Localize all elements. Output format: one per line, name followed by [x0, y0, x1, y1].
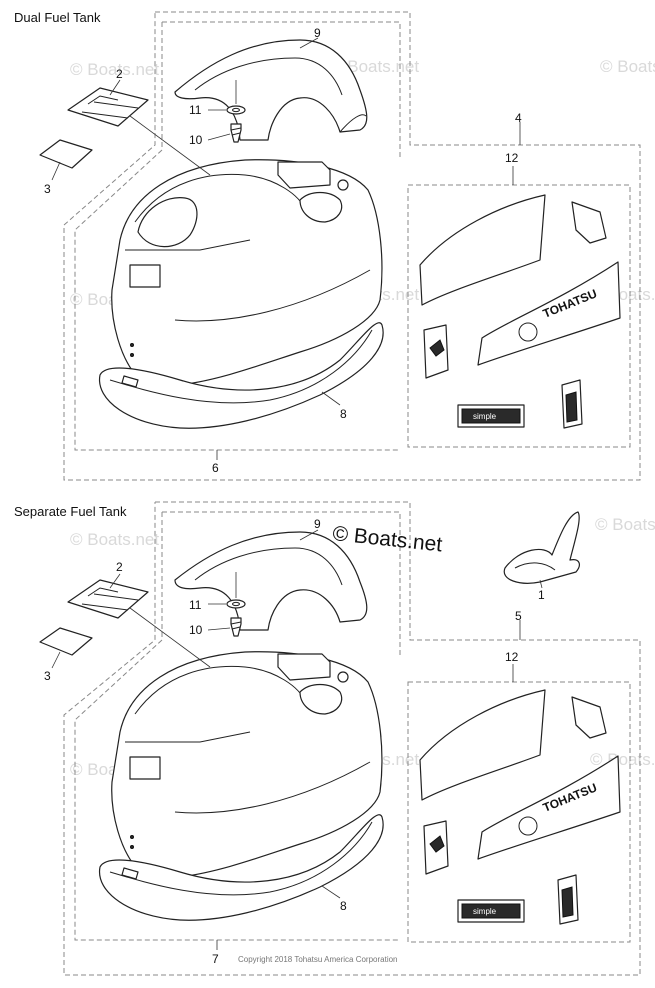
- callout-3: 3: [44, 669, 51, 683]
- callout-numbers: 2 3 9 11 10 4 12 8 6: [44, 26, 522, 475]
- small-label: [39, 139, 93, 169]
- callout-4: 4: [515, 111, 522, 125]
- callout-9: 9: [314, 517, 321, 531]
- callout-7: 7: [212, 952, 219, 966]
- callout-12: 12: [505, 151, 519, 165]
- washer: [226, 105, 246, 115]
- section-title-dual-fuel-tank: Dual Fuel Tank: [14, 10, 101, 25]
- washer: [226, 599, 246, 609]
- decal-set: TOHATSU simple: [419, 194, 621, 429]
- assembly-boundary: [63, 11, 641, 481]
- callout-1: 1: [538, 588, 545, 602]
- watermark: © Boats.net: [600, 57, 655, 76]
- screw: [230, 123, 242, 143]
- decal-kit-boundary: [407, 681, 631, 943]
- watermark: © Boats.net: [70, 60, 159, 79]
- callout-numbers: 2 3 9 11 10 1 5 12 8 7: [44, 517, 545, 966]
- seal-gasket: [99, 814, 384, 921]
- decal-badge-text: simple: [473, 907, 497, 916]
- section-title-separate-fuel-tank: Separate Fuel Tank: [14, 504, 127, 519]
- leader-lines: [51, 529, 521, 950]
- top-cowling: [111, 159, 383, 386]
- callout-6: 6: [212, 461, 219, 475]
- leader-line: [539, 579, 543, 589]
- callout-11: 11: [189, 598, 202, 612]
- watermark: © Boats.net: [590, 750, 655, 769]
- callout-9: 9: [314, 26, 321, 40]
- callout-3: 3: [44, 182, 51, 196]
- assembly-boundary: [63, 501, 641, 976]
- callout-10: 10: [189, 623, 203, 637]
- warning-label: [67, 579, 149, 619]
- decal-set: TOHATSU simple: [419, 689, 621, 925]
- warning-label: [67, 87, 149, 127]
- decal-kit-boundary: [407, 184, 631, 448]
- vent-cover: [174, 531, 368, 631]
- watermark: © Boats.net: [70, 530, 159, 549]
- decal-badge-text: simple: [473, 412, 497, 421]
- callout-2: 2: [116, 67, 123, 81]
- callout-8: 8: [340, 899, 347, 913]
- seal-gasket: [99, 322, 384, 429]
- screw: [230, 617, 242, 637]
- small-label: [39, 627, 93, 656]
- vent-cover: [174, 39, 368, 141]
- callout-8: 8: [340, 407, 347, 421]
- watermark-large: © Boats.net: [331, 522, 443, 556]
- script-emblem: [503, 511, 580, 584]
- top-cowling: [111, 651, 383, 878]
- copyright-text: Copyright 2018 Tohatsu America Corporati…: [238, 955, 398, 964]
- watermark: © Boats.net: [595, 515, 655, 534]
- callout-10: 10: [189, 133, 203, 147]
- callout-2: 2: [116, 560, 123, 574]
- callout-11: 11: [189, 103, 202, 117]
- leader-lines: [51, 37, 521, 460]
- callout-5: 5: [515, 609, 522, 623]
- assembly-boundary-inner: [162, 21, 401, 160]
- callout-12: 12: [505, 650, 519, 664]
